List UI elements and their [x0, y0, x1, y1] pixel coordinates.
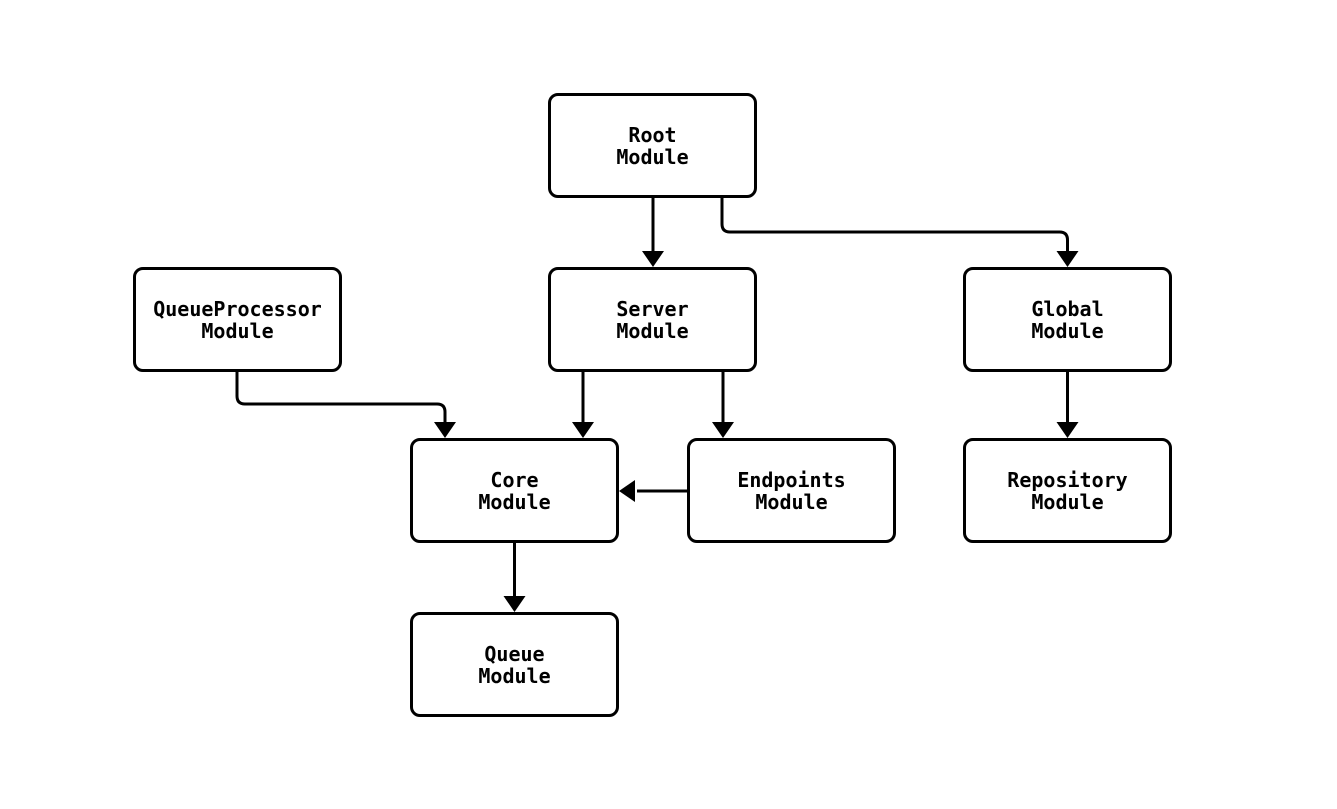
node-label: Module: [1031, 318, 1104, 343]
edge-root-to-server: [642, 198, 664, 267]
edge-queueprocessor-to-core: [235, 372, 456, 438]
node-endpoints-module: Endpoints Module: [687, 438, 896, 543]
arrowhead-down-icon: [1056, 422, 1079, 438]
node-label: Module: [1031, 489, 1104, 514]
node-label: Module: [755, 489, 828, 514]
edge-server-to-core: [572, 372, 594, 438]
node-global-module: Global Module: [963, 267, 1172, 372]
node-label: Root: [628, 122, 677, 147]
edge-endpoints-to-core: [619, 480, 687, 502]
node-label: Module: [616, 144, 689, 169]
arrowhead-down-icon: [712, 422, 734, 438]
edge-server-to-endpoints: [712, 372, 734, 438]
node-label: Server: [616, 296, 689, 321]
node-label: Repository: [1007, 467, 1128, 492]
arrowhead-down-icon: [642, 251, 664, 267]
node-label: Queue: [484, 641, 545, 666]
node-label: Core: [490, 467, 539, 492]
edge-global-to-repository: [1056, 372, 1079, 438]
node-label: Global: [1031, 296, 1104, 321]
node-queueprocessor-module: QueueProcessor Module: [133, 267, 342, 372]
node-label: Module: [478, 489, 551, 514]
node-label: Endpoints: [737, 467, 846, 492]
node-core-module: Core Module: [410, 438, 619, 543]
arrowhead-down-icon: [1056, 251, 1079, 267]
node-root-module: Root Module: [548, 93, 757, 198]
edge-root-to-global: [720, 198, 1079, 267]
arrowhead-left-icon: [619, 480, 635, 502]
arrowhead-down-icon: [503, 596, 526, 612]
edge-core-to-queue: [503, 543, 526, 612]
node-repository-module: Repository Module: [963, 438, 1172, 543]
arrowhead-down-icon: [572, 422, 594, 438]
node-label: Module: [616, 318, 689, 343]
node-server-module: Server Module: [548, 267, 757, 372]
node-label: Module: [478, 663, 551, 688]
arrowhead-down-icon: [434, 422, 456, 438]
node-label: QueueProcessor: [153, 296, 322, 321]
node-queue-module: Queue Module: [410, 612, 619, 717]
node-label: Module: [201, 318, 274, 343]
